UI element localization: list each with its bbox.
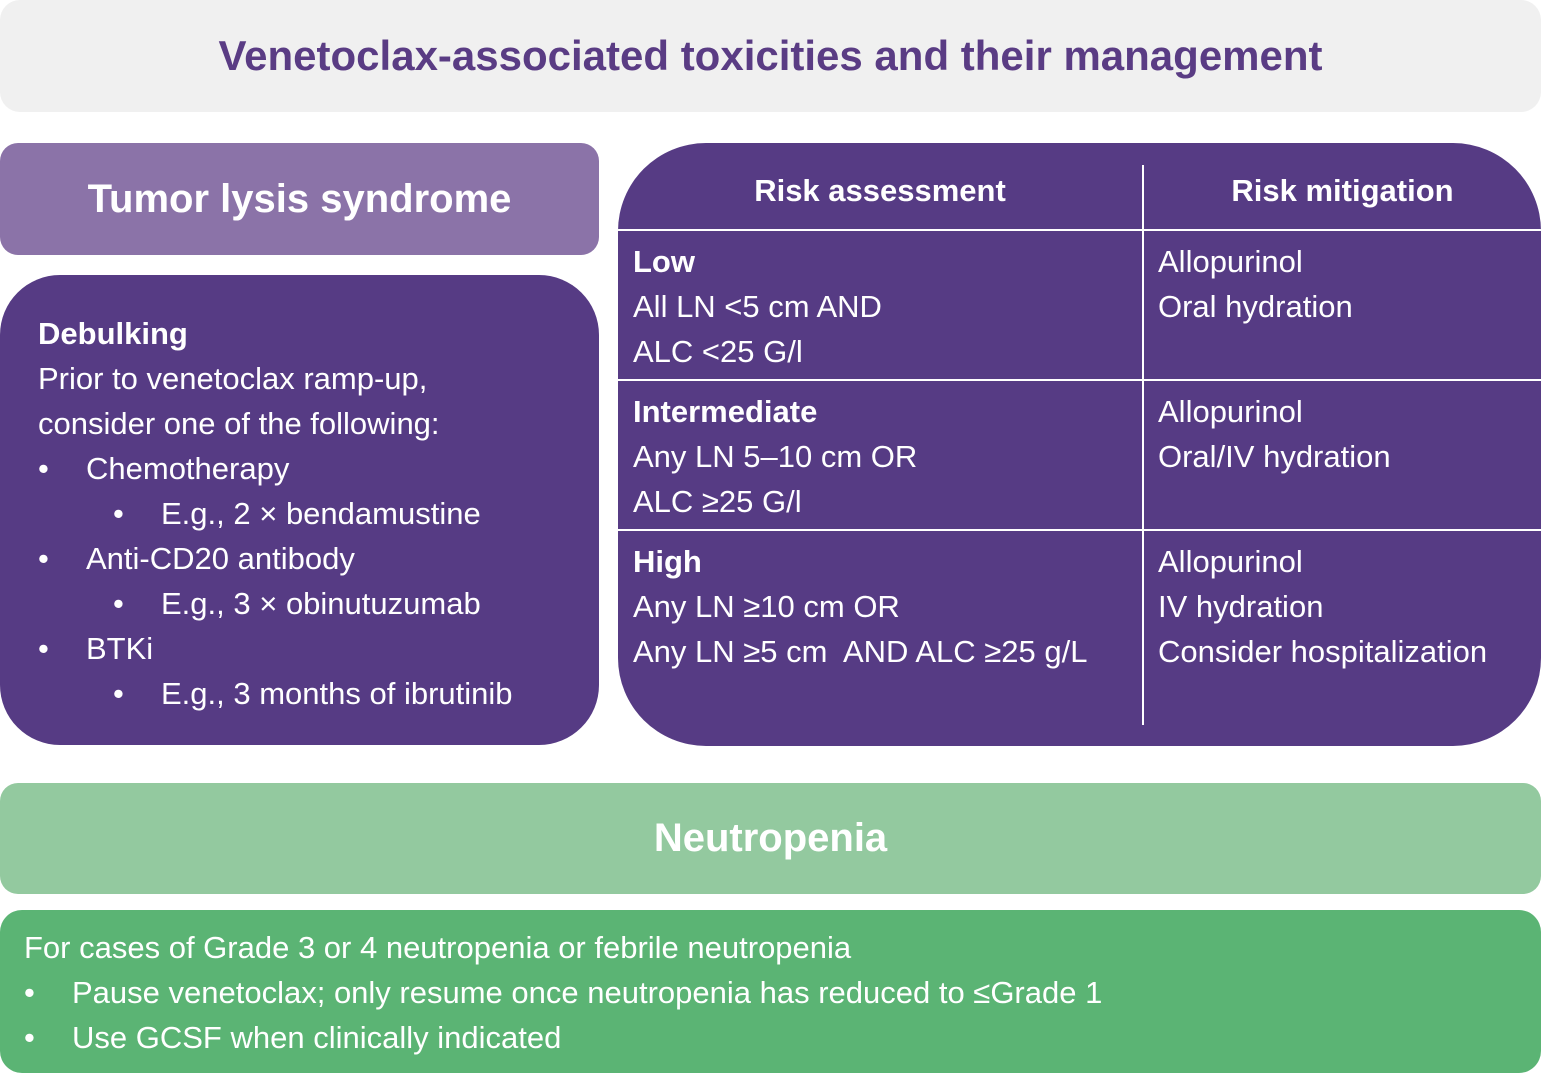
risk-table: Risk assessment Risk mitigation Low All … [618,143,1541,746]
mitigation-item: Allopurinol [1158,394,1303,429]
mitigation-item: Allopurinol [1158,244,1303,279]
debulking-option: BTKi [38,626,599,671]
neutropenia-header: Neutropenia [0,783,1541,894]
debulking-option: Anti-CD20 antibody [38,536,599,581]
risk-row-high-assessment: High Any LN ≥10 cm OR Any LN ≥5 cm AND A… [633,539,1087,674]
mitigation-item: IV hydration [1158,589,1324,624]
risk-criterion: Any LN 5–10 cm OR [633,439,918,474]
mitigation-item: Consider hospitalization [1158,634,1488,669]
risk-row-low-mitigation: Allopurinol Oral hydration [1158,239,1353,329]
neutropenia-panel: For cases of Grade 3 or 4 neutropenia or… [0,910,1541,1073]
debulking-intro-line-1: Prior to venetoclax ramp-up, [38,361,428,396]
debulking-example: E.g., 2 × bendamustine [38,491,599,536]
risk-level-label: High [633,544,702,579]
risk-criterion: All LN <5 cm AND [633,289,882,324]
title-banner: Venetoclax-associated toxicities and the… [0,0,1541,112]
risk-level-label: Intermediate [633,394,818,429]
debulking-example: E.g., 3 months of ibrutinib [38,671,599,716]
col-header-risk-assessment: Risk assessment [754,173,1006,208]
tls-header-label: Tumor lysis syndrome [87,176,512,221]
neutropenia-intro: For cases of Grade 3 or 4 neutropenia or… [24,930,852,965]
risk-row-intermediate-mitigation: Allopurinol Oral/IV hydration [1158,389,1391,479]
neutropenia-bullet: Pause venetoclax; only resume once neutr… [24,970,1541,1015]
risk-row-intermediate-assessment: Intermediate Any LN 5–10 cm OR ALC ≥25 G… [633,389,917,524]
risk-row-low-assessment: Low All LN <5 cm AND ALC <25 G/l [633,239,882,374]
risk-criterion: Any LN ≥5 cm AND ALC ≥25 g/L [633,634,1088,669]
col-header-risk-mitigation: Risk mitigation [1231,173,1454,208]
neutropenia-header-label: Neutropenia [653,816,888,860]
row-divider [618,529,1541,531]
mitigation-item: Oral/IV hydration [1158,439,1391,474]
debulking-intro-line-2: consider one of the following: [38,406,440,441]
debulking-heading: Debulking [38,316,188,351]
neutropenia-bullet: Use GCSF when clinically indicated [24,1015,1541,1060]
tls-header: Tumor lysis syndrome [0,143,599,255]
row-divider [618,229,1541,231]
column-divider [1142,165,1144,725]
risk-criterion: Any LN ≥10 cm OR [633,589,900,624]
mitigation-item: Oral hydration [1158,289,1353,324]
debulking-example: E.g., 3 × obinutuzumab [38,581,599,626]
debulking-option: Chemotherapy [38,446,599,491]
page-title: Venetoclax-associated toxicities and the… [218,32,1323,79]
risk-criterion: ALC ≥25 G/l [633,484,802,519]
debulking-panel: Debulking Prior to venetoclax ramp-up, c… [0,275,599,745]
row-divider [618,379,1541,381]
mitigation-item: Allopurinol [1158,544,1303,579]
risk-criterion: ALC <25 G/l [633,334,803,369]
risk-row-high-mitigation: Allopurinol IV hydration Consider hospit… [1158,539,1487,674]
risk-level-label: Low [633,244,695,279]
